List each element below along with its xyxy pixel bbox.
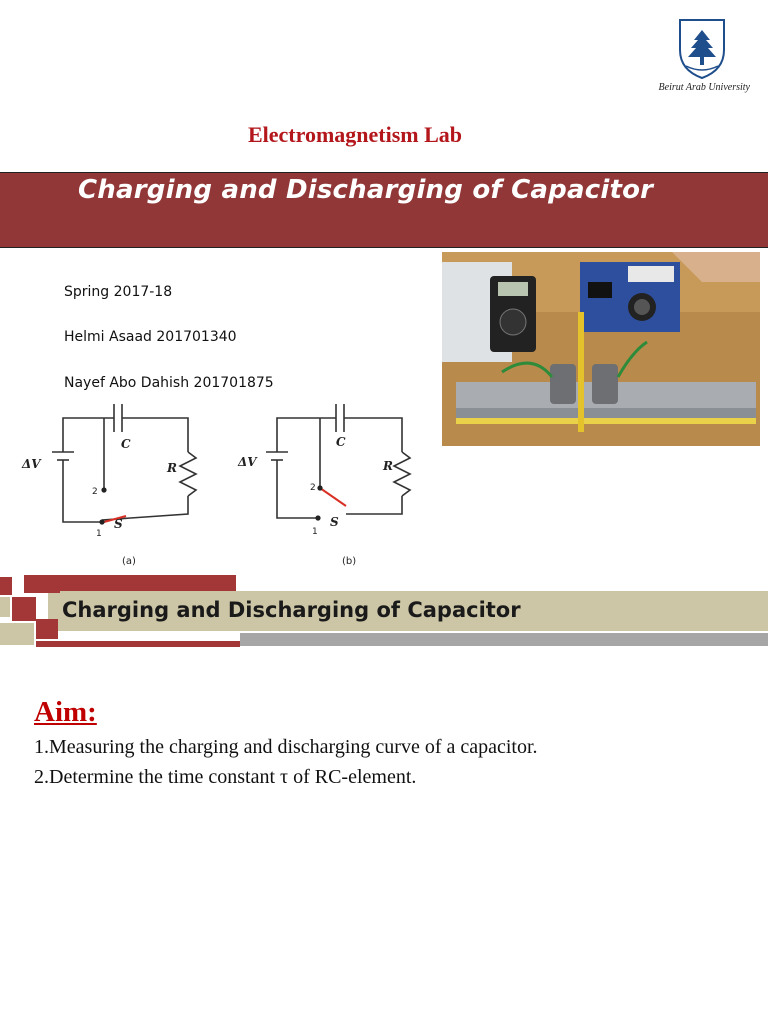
node-2-label: 2 <box>92 487 98 497</box>
title-banner: Charging and Discharging of Capacitor <box>0 172 768 248</box>
section-title: Charging and Discharging of Capacitor <box>62 598 521 622</box>
section-decoration <box>0 575 240 647</box>
node-1-label: 1 <box>312 527 318 537</box>
switch-label: S <box>114 517 123 531</box>
circuit-diagram-b: C ΔV R S 2 1 (b) <box>237 404 412 567</box>
author-1: Helmi Asaad 201701340 <box>64 329 237 345</box>
voltage-label: ΔV <box>237 455 258 469</box>
aim-heading: Aim: <box>34 696 97 728</box>
node-1-label: 1 <box>96 529 102 539</box>
circuit-diagram-a: C ΔV R S 2 1 (a) <box>21 404 198 567</box>
semester-text: Spring 2017-18 <box>64 284 173 300</box>
lab-title: Electromagnetism Lab <box>247 122 463 147</box>
capacitor-label: C <box>121 437 131 451</box>
caption-a: (a) <box>122 556 136 567</box>
capacitor-label: C <box>336 435 346 449</box>
banner-title: Charging and Discharging of Capacitor <box>78 175 654 205</box>
resistor-label: R <box>382 459 393 473</box>
node-2-label: 2 <box>310 483 316 493</box>
lab-setup-photo <box>442 252 760 446</box>
switch-label: S <box>330 515 339 529</box>
aim-item-2: 2.Determine the time constant τ of RC-el… <box>34 766 417 788</box>
resistor-label: R <box>166 461 177 475</box>
university-logo-icon <box>679 19 725 80</box>
section-header-bar <box>48 591 768 631</box>
author-2: Nayef Abo Dahish 201701875 <box>64 375 274 391</box>
university-name: Beirut Arab University <box>658 82 750 93</box>
caption-b: (b) <box>342 556 356 567</box>
voltage-label: ΔV <box>21 457 42 471</box>
section-header-underline <box>240 633 768 646</box>
aim-item-1: 1.Measuring the charging and discharging… <box>34 736 538 758</box>
